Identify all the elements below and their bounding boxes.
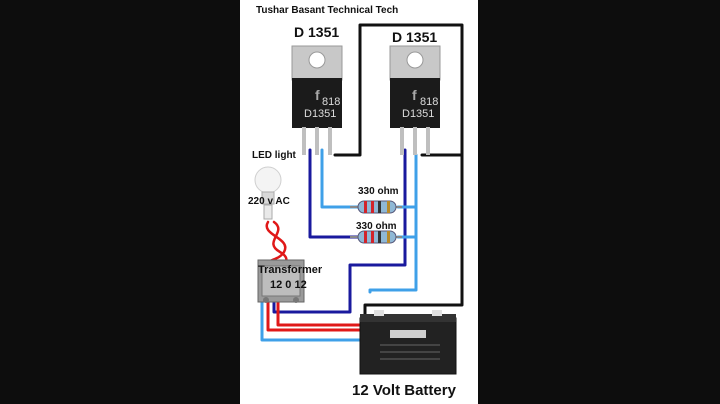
credit-text: Tushar Basant Technical Tech bbox=[256, 5, 399, 16]
resistor-1-label: 330 ohm bbox=[358, 186, 399, 197]
blue-wire-t2-base bbox=[272, 148, 407, 314]
resistor-2-label: 330 ohm bbox=[356, 221, 397, 232]
lightblue-wire-t2 bbox=[396, 153, 418, 209]
transformer-icon bbox=[257, 259, 305, 303]
diagram-panel: f f bbox=[240, 0, 478, 404]
transformer-label: Transformer bbox=[258, 264, 323, 276]
transistor-1-code: 818 bbox=[322, 96, 341, 108]
battery-label: 12 Volt Battery bbox=[352, 382, 456, 399]
lightblue-wire-t1 bbox=[320, 148, 360, 209]
resistor-1 bbox=[350, 200, 402, 214]
red-wire-2 bbox=[266, 290, 384, 332]
lightblue-wire-return bbox=[260, 283, 367, 342]
led-voltage-label: 220 v AC bbox=[248, 196, 290, 207]
led-label: LED light bbox=[252, 150, 296, 161]
transistor-1-marking: D1351 bbox=[304, 108, 337, 120]
transistor-1-label: D 1351 bbox=[294, 24, 340, 40]
transistor-2-label: D 1351 bbox=[392, 29, 438, 45]
circuit-diagram: f f bbox=[254, 23, 464, 375]
transistor-2-code: 818 bbox=[420, 96, 439, 108]
transistor-2-marking: D1351 bbox=[402, 108, 435, 120]
svg-text:f: f bbox=[315, 87, 320, 103]
transistor-1: f bbox=[291, 45, 343, 155]
red-wire-1 bbox=[276, 290, 372, 327]
blue-wire-t1-base bbox=[308, 148, 360, 239]
battery-icon bbox=[359, 310, 457, 375]
led-bulb-icon bbox=[254, 166, 282, 220]
svg-text:f: f bbox=[412, 87, 417, 103]
transformer-taps-label: 12 0 12 bbox=[270, 279, 307, 291]
lightblue-wire-r2 bbox=[396, 205, 418, 239]
transistor-2: f bbox=[389, 45, 441, 155]
black-wire-top bbox=[333, 23, 464, 320]
resistor-2 bbox=[350, 230, 402, 244]
